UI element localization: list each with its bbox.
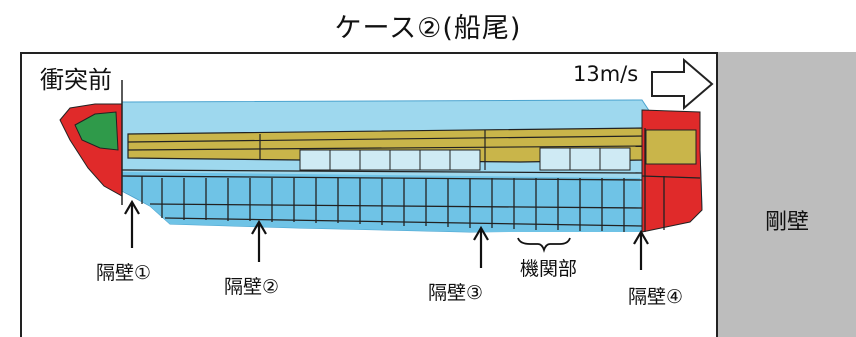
stern-lines xyxy=(641,128,701,232)
speed-label: 13m/s xyxy=(573,62,639,86)
scene-frame xyxy=(20,52,716,337)
bulkhead-4-label: 隔壁④ xyxy=(628,286,684,308)
deck-lines xyxy=(127,130,646,170)
forward-green-section xyxy=(74,111,119,151)
engine-room-label: 機関部 xyxy=(520,258,578,280)
grid-vertical-lines xyxy=(141,176,625,232)
grid-horizontal-lines xyxy=(121,175,643,227)
speed-arrow-icon xyxy=(651,57,714,111)
engine-room-brace-icon xyxy=(517,237,571,253)
bulkhead-1-label: 隔壁① xyxy=(96,262,152,284)
stern-yellow-block xyxy=(645,129,697,165)
rigid-wall: 剛壁 xyxy=(716,52,856,337)
interior-bays xyxy=(299,147,631,171)
bulkhead-3-label: 隔壁③ xyxy=(428,282,484,304)
rigid-wall-label: 剛壁 xyxy=(764,210,809,235)
stern-red-section xyxy=(641,109,703,233)
bulkhead-arrows xyxy=(124,199,649,270)
bulkhead-2-label: 隔壁② xyxy=(224,276,280,298)
before-collision-label: 衝突前 xyxy=(40,66,112,94)
diagram-title: ケース②(船尾) xyxy=(334,13,522,44)
mid-deck-line xyxy=(121,169,643,174)
bay-dividers xyxy=(329,148,601,170)
